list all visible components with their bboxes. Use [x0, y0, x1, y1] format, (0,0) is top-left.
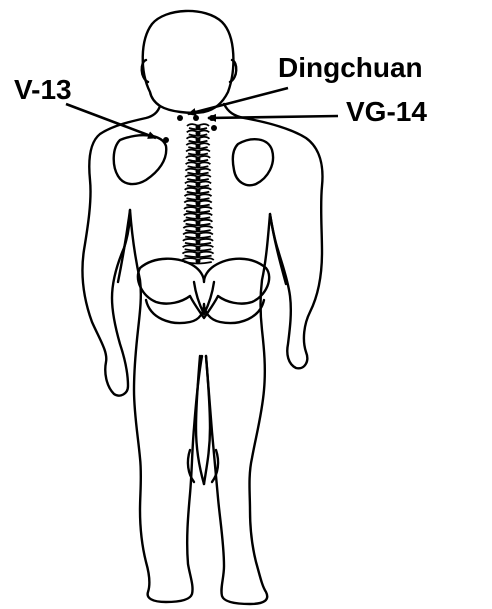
vertebra-process	[196, 170, 199, 173]
vertebra-process	[196, 176, 199, 179]
vertebra-process	[196, 202, 199, 205]
label-dingchuan: Dingchuan	[278, 54, 423, 82]
vertebra-process	[196, 215, 199, 218]
inner-arm-left	[118, 210, 130, 282]
scapula-left	[114, 135, 167, 184]
vertebra-process	[196, 138, 199, 141]
inner-leg-right	[204, 356, 210, 484]
arrow-v13	[66, 104, 156, 138]
inner-arm-right	[270, 214, 286, 284]
acupoint-v13-right	[211, 125, 217, 131]
vertebra-process	[196, 227, 199, 230]
arrow-dingchuan	[188, 88, 288, 114]
vertebra-process	[196, 240, 199, 243]
vertebra-process	[196, 259, 199, 262]
vertebra-process	[196, 196, 199, 199]
ear-left	[142, 60, 148, 82]
vertebra-process	[196, 247, 199, 250]
spine	[182, 124, 214, 263]
acupoint-vg14	[193, 115, 199, 121]
vertebra-process	[196, 157, 199, 160]
vertebra-process	[196, 253, 199, 256]
vertebra-process	[196, 189, 199, 192]
acupoint-v13-left	[163, 137, 169, 143]
arrow-vg14	[208, 116, 338, 118]
vertebra-process	[196, 183, 199, 186]
head-outline	[143, 11, 234, 113]
vertebra-process	[196, 151, 199, 154]
vertebra-process	[196, 132, 199, 135]
scapula-right	[233, 139, 273, 185]
vertebra-process	[196, 145, 199, 148]
vertebra-process	[196, 221, 199, 224]
body-left-outline	[82, 106, 202, 602]
vertebra-process	[196, 125, 199, 128]
vertebra-process	[196, 234, 199, 237]
vertebra-process	[196, 164, 199, 167]
label-vg14: VG-14	[346, 98, 427, 126]
vertebra-process	[196, 208, 199, 211]
label-v13: V-13	[14, 76, 72, 104]
acupoint-dingchuan-left	[177, 115, 183, 121]
